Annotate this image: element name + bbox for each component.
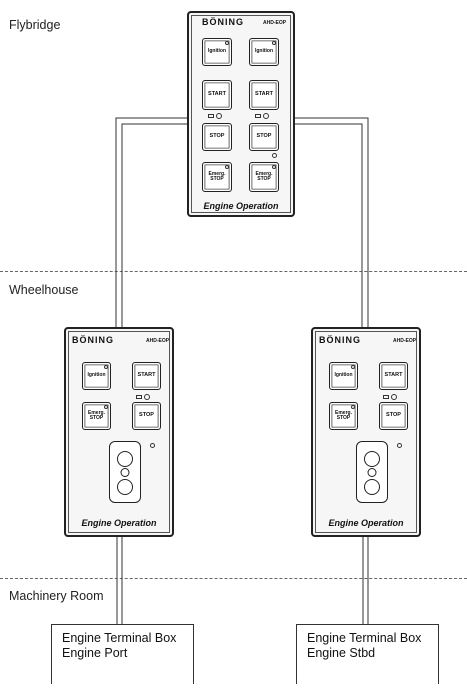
led-icon: [104, 405, 108, 409]
indicator-led: [150, 443, 155, 448]
led-icon: [272, 165, 276, 169]
model-label: AHD-EOP: [263, 20, 287, 26]
wheelhouse-port-control-panel: BÖNING AHD-EOP Ignition START Emerg. STO…: [64, 327, 174, 537]
throttle-neutral-knob[interactable]: [367, 468, 377, 477]
cable-right-inner: [295, 123, 363, 327]
terminal-box-port: Engine Terminal Box Engine Port: [51, 624, 194, 684]
zone-label-wheelhouse: Wheelhouse: [9, 283, 79, 297]
panel-footer: Engine Operation: [328, 518, 404, 528]
throttle-control[interactable]: [356, 441, 388, 503]
emergency-stop-button[interactable]: Emerg. STOP: [82, 402, 111, 430]
model-label: AHD-EOP: [393, 338, 417, 344]
terminal-box-engine: Engine Stbd: [307, 646, 376, 660]
throttle-reverse-knob[interactable]: [364, 479, 380, 495]
start-button[interactable]: START: [379, 362, 408, 390]
lamp-icon: [216, 113, 222, 119]
ignition-button[interactable]: Ignition: [82, 362, 111, 390]
terminal-box-stbd: Engine Terminal Box Engine Stbd: [296, 624, 439, 684]
throttle-forward-knob[interactable]: [364, 451, 380, 467]
led-icon: [272, 41, 276, 45]
cable-stbd-to-terminal: [362, 537, 369, 624]
led-icon: [104, 365, 108, 369]
stop-button-stbd[interactable]: STOP: [249, 123, 279, 151]
ignition-button-stbd[interactable]: Ignition: [249, 38, 279, 66]
zone-divider-bottom: [0, 578, 467, 579]
model-label: AHD-EOP: [146, 338, 170, 344]
indicator-led: [272, 153, 277, 158]
emergency-stop-button[interactable]: Emerg. STOP: [329, 402, 358, 430]
battery-icon: [208, 114, 214, 118]
ignition-button[interactable]: Ignition: [329, 362, 358, 390]
terminal-box-title: Engine Terminal Box: [307, 631, 422, 645]
emergency-stop-button-stbd[interactable]: Emerg. STOP: [249, 162, 279, 192]
start-button[interactable]: START: [132, 362, 161, 390]
brand-logo: BÖNING: [202, 17, 244, 27]
status-indicators: [136, 394, 150, 400]
cable-right-outer: [295, 117, 369, 327]
brand-logo: BÖNING: [72, 335, 114, 345]
status-indicators-stbd: [255, 113, 269, 119]
status-indicators: [383, 394, 397, 400]
flybridge-control-panel: BÖNING AHD-EOP Ignition Ignition START S…: [187, 11, 295, 217]
zone-label-flybridge: Flybridge: [9, 18, 61, 32]
panel-footer: Engine Operation: [203, 201, 279, 211]
terminal-box-title: Engine Terminal Box: [62, 631, 177, 645]
brand-logo: BÖNING: [319, 335, 361, 345]
status-indicators-port: [208, 113, 222, 119]
battery-icon: [383, 395, 389, 399]
emergency-stop-button-port[interactable]: Emerg. STOP: [202, 162, 232, 192]
throttle-control[interactable]: [109, 441, 141, 503]
start-button-stbd[interactable]: START: [249, 80, 279, 110]
ignition-button-port[interactable]: Ignition: [202, 38, 232, 66]
led-icon: [351, 365, 355, 369]
zone-divider-top: [0, 271, 467, 272]
throttle-neutral-knob[interactable]: [120, 468, 130, 477]
stop-button[interactable]: STOP: [379, 402, 408, 430]
terminal-box-engine: Engine Port: [62, 646, 128, 660]
cable-left-inner: [121, 123, 187, 327]
zone-label-machinery-room: Machinery Room: [9, 589, 104, 603]
lamp-icon: [263, 113, 269, 119]
lamp-icon: [391, 394, 397, 400]
led-icon: [225, 165, 229, 169]
stop-button[interactable]: STOP: [132, 402, 161, 430]
panel-footer: Engine Operation: [81, 518, 157, 528]
start-button-port[interactable]: START: [202, 80, 232, 110]
wheelhouse-stbd-control-panel: BÖNING AHD-EOP Ignition START Emerg. STO…: [311, 327, 421, 537]
throttle-reverse-knob[interactable]: [117, 479, 133, 495]
battery-icon: [255, 114, 261, 118]
battery-icon: [136, 395, 142, 399]
stop-button-port[interactable]: STOP: [202, 123, 232, 151]
cable-port-to-terminal: [116, 537, 123, 624]
throttle-forward-knob[interactable]: [117, 451, 133, 467]
lamp-icon: [144, 394, 150, 400]
led-icon: [351, 405, 355, 409]
indicator-led: [397, 443, 402, 448]
cable-left-outer: [115, 117, 187, 327]
led-icon: [225, 41, 229, 45]
